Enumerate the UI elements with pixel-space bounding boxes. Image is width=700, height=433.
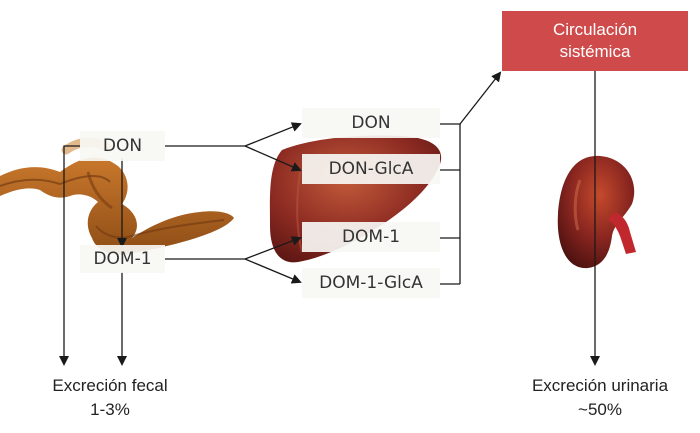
urinary-label: Excreción urinaria bbox=[531, 376, 669, 395]
arrow-to-don-glca bbox=[244, 145, 302, 172]
node-dom1-liver: DOM-1 bbox=[302, 222, 440, 252]
arrow-don-fecal bbox=[59, 145, 80, 366]
output-fecal: Excreción fecal 1-3% bbox=[20, 374, 200, 422]
node-don-glca: DON-GlcA bbox=[302, 154, 440, 184]
node-dom1-glca: DOM-1-GlcA bbox=[302, 268, 440, 298]
fecal-label: Excreción fecal bbox=[52, 376, 168, 395]
fecal-value: 1-3% bbox=[90, 400, 130, 419]
node-dom1-intestine: DOM-1 bbox=[80, 245, 165, 273]
circulation-line-2: sistémica bbox=[559, 42, 631, 61]
kidney-icon bbox=[557, 155, 636, 269]
arrow-to-don-liver bbox=[244, 122, 302, 147]
node-systemic-circulation: Circulación sistémica bbox=[502, 11, 688, 71]
arrow-to-dom1-liver bbox=[244, 236, 302, 260]
node-don-intestine: DON bbox=[80, 131, 165, 161]
circulation-line-1: Circulación bbox=[552, 20, 638, 39]
arrow-to-circulation bbox=[459, 71, 502, 125]
node-don-liver: DON bbox=[302, 108, 440, 138]
arrow-to-dom1-glca bbox=[244, 258, 302, 284]
output-urinary: Excreción urinaria ~50% bbox=[510, 374, 690, 422]
urinary-value: ~50% bbox=[578, 400, 622, 419]
